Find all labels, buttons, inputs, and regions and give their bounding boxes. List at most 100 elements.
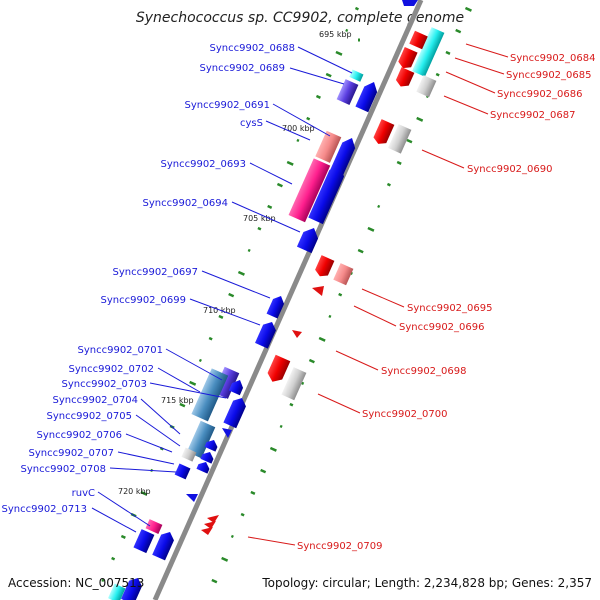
- gene-0707c[interactable]: [196, 460, 211, 474]
- gene-0703[interactable]: [228, 378, 246, 396]
- gene-label[interactable]: Syncc9902_0701: [78, 345, 164, 356]
- gene-0689b[interactable]: [355, 79, 380, 113]
- gc-dash: [377, 204, 381, 209]
- gc-dash: [260, 468, 267, 474]
- gene-small-red-2[interactable]: [292, 330, 302, 338]
- gc-dash: [445, 50, 451, 55]
- gc-dash: [228, 292, 235, 298]
- gene-0700[interactable]: [281, 367, 307, 401]
- gene-0709a[interactable]: [207, 515, 219, 523]
- gene-bottom-cyan[interactable]: [108, 583, 126, 600]
- gc-dash: [357, 248, 364, 254]
- gene-0691[interactable]: [315, 130, 342, 163]
- gene-label[interactable]: Syncc9902_0698: [381, 366, 467, 377]
- gene-label[interactable]: Syncc9902_0702: [69, 364, 155, 375]
- gene-top-edge[interactable]: [402, 0, 418, 6]
- gene-0693[interactable]: [288, 158, 331, 223]
- gc-dash: [267, 204, 273, 209]
- gene-0709b[interactable]: [204, 521, 216, 529]
- gc-dash: [189, 380, 197, 386]
- gc-dash: [140, 490, 148, 496]
- kbp-mark: 715 kbp: [161, 396, 194, 405]
- gene-0705[interactable]: [186, 420, 216, 459]
- gene-label[interactable]: Syncc9902_0689: [200, 63, 286, 74]
- gene-label[interactable]: Syncc9902_0706: [37, 430, 123, 441]
- gene-bottom-edge[interactable]: [121, 575, 144, 600]
- gene-0708b[interactable]: [186, 494, 198, 502]
- gene-label[interactable]: cysS: [240, 118, 263, 129]
- gc-dash: [464, 6, 472, 12]
- gc-dash: [257, 226, 262, 231]
- gene-label[interactable]: Syncc9902_0686: [497, 89, 583, 100]
- gene-0696[interactable]: [333, 263, 354, 286]
- gene-0685[interactable]: [409, 30, 428, 50]
- gene-0697[interactable]: [266, 294, 287, 319]
- gene-0690[interactable]: [388, 124, 412, 154]
- gene-label[interactable]: ruvC: [72, 488, 95, 499]
- left-labels: Syncc9902_0688 Syncc9902_0689 Syncc9902_…: [2, 43, 296, 515]
- gc-dash: [276, 182, 283, 188]
- gene-label[interactable]: Syncc9902_0690: [467, 164, 553, 175]
- gc-dash: [328, 314, 332, 319]
- kbp-mark: 705 kbp: [243, 214, 276, 223]
- gene-0704[interactable]: [223, 395, 248, 429]
- gene-0684[interactable]: [412, 27, 445, 77]
- gene-label[interactable]: Syncc9902_0694: [143, 198, 229, 209]
- gene-0713[interactable]: [133, 529, 155, 554]
- gene-0708[interactable]: [174, 463, 191, 480]
- accession-text: Accession: NC_007513: [8, 576, 144, 590]
- gene-0709c[interactable]: [201, 527, 213, 535]
- gene-small-red-1[interactable]: [312, 286, 324, 296]
- gene-0713b[interactable]: [152, 529, 176, 561]
- gene-label[interactable]: Syncc9902_0704: [53, 395, 139, 406]
- gene-0694[interactable]: [296, 225, 321, 254]
- gene-label[interactable]: Syncc9902_0695: [407, 303, 493, 314]
- gene-label[interactable]: Syncc9902_0697: [113, 267, 199, 278]
- gene-label[interactable]: Syncc9902_0684: [510, 53, 596, 64]
- gene-label[interactable]: Syncc9902_0693: [161, 159, 247, 170]
- gene-label[interactable]: Syncc9902_0708: [21, 464, 107, 475]
- gc-dash: [289, 402, 294, 407]
- gene-0685b[interactable]: [394, 67, 415, 89]
- gene-label[interactable]: Syncc9902_0703: [62, 379, 148, 390]
- gene-0688[interactable]: [349, 69, 364, 82]
- gene-label[interactable]: Syncc9902_0685: [506, 70, 592, 81]
- gene-0707b[interactable]: [200, 450, 215, 464]
- gene-label[interactable]: Syncc9902_0687: [490, 110, 576, 121]
- gene-0695[interactable]: [313, 255, 335, 279]
- gene-label[interactable]: Syncc9902_0705: [47, 411, 133, 422]
- gene-label[interactable]: Syncc9902_0707: [29, 448, 115, 459]
- gc-dash: [306, 116, 311, 121]
- gene-label[interactable]: Syncc9902_0709: [297, 541, 383, 552]
- gene-label[interactable]: Syncc9902_0699: [101, 295, 187, 306]
- gene-0693b[interactable]: [308, 163, 347, 225]
- gene-label[interactable]: Syncc9902_0696: [399, 322, 485, 333]
- gene-label[interactable]: Syncc9902_0700: [362, 409, 448, 420]
- gene-label[interactable]: Syncc9902_0713: [2, 504, 88, 515]
- kbp-mark: 720 kbp: [118, 487, 151, 496]
- gc-dash: [345, 28, 349, 33]
- gc-dash: [237, 270, 245, 276]
- gc-dash: [296, 138, 300, 143]
- gene-0690a[interactable]: [372, 119, 395, 147]
- gc-dash: [198, 358, 202, 363]
- gc-dash: [354, 6, 359, 11]
- gene-ruvC[interactable]: [145, 519, 163, 534]
- gene-0689[interactable]: [336, 79, 359, 105]
- gene-label[interactable]: Syncc9902_0691: [185, 100, 271, 111]
- gene-0705b[interactable]: [222, 428, 232, 438]
- gene-0698[interactable]: [265, 354, 291, 385]
- kbp-mark: 700 kbp: [282, 124, 315, 133]
- kbp-ticks: 695 kbp 700 kbp 705 kbp 710 kbp 715 kbp …: [118, 30, 360, 496]
- right-labels: Syncc9902_0684 Syncc9902_0685 Syncc9902_…: [297, 53, 596, 552]
- gc-dash: [396, 160, 402, 165]
- gene-0706[interactable]: [204, 438, 219, 452]
- gene-0699[interactable]: [255, 319, 278, 349]
- gc-dash: [159, 446, 164, 451]
- gene-0707[interactable]: [181, 447, 197, 462]
- gene-0687[interactable]: [416, 75, 437, 98]
- gc-dash: [279, 424, 283, 429]
- gc-dash: [325, 72, 332, 78]
- gene-label[interactable]: Syncc9902_0688: [210, 43, 296, 54]
- gene-0686[interactable]: [397, 46, 418, 71]
